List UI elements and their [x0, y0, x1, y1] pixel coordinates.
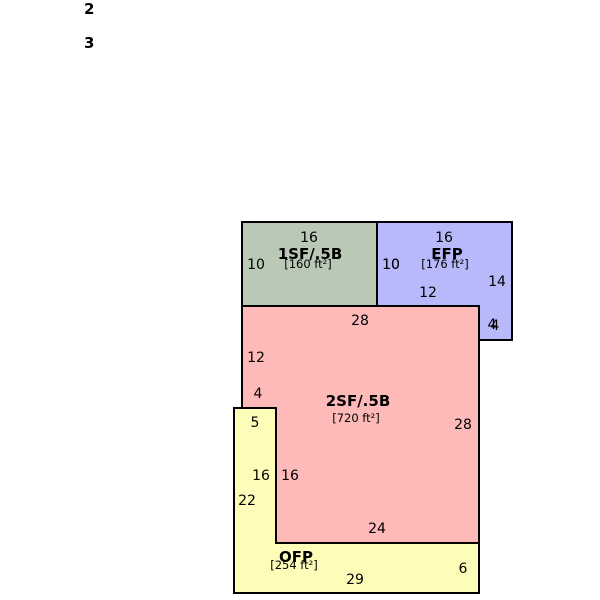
room-2sf-label: 2SF/.5B: [326, 392, 391, 410]
room-ofp-dim-top: 5: [251, 415, 260, 431]
room-efp-dim-step-b: 4: [491, 318, 500, 334]
room-1sf-dim-right: 10: [382, 257, 400, 273]
room-ofp-area: [254 ft²]: [270, 558, 318, 572]
room-ofp-shape: [233, 407, 480, 594]
room-efp-dim-left: 10: [382, 257, 400, 273]
room-ofp-dim-inner: 16: [252, 468, 270, 484]
room-2sf-area: [720 ft²]: [332, 411, 380, 425]
page-number-2: 2: [84, 0, 95, 18]
room-efp-dim-right: 14: [488, 274, 506, 290]
room-ofp-dim-bottom: 29: [346, 572, 364, 588]
room-ofp-dim-left: 22: [238, 493, 256, 509]
room-1sf-dim-left: 10: [247, 257, 265, 273]
room-2sf-dim-right: 28: [454, 417, 472, 433]
room-1sf-dim-top: 16: [300, 230, 318, 246]
room-2sf-dim-top: 28: [351, 313, 369, 329]
room-efp-dim-top: 16: [435, 230, 453, 246]
page-number-3: 3: [84, 34, 95, 52]
room-1sf-area: [160 ft²]: [284, 257, 332, 271]
room-ofp-label: OFP: [279, 548, 313, 566]
room-1sf-label: 1SF/.5B: [278, 245, 343, 263]
room-2sf-dim-bottom: 24: [368, 521, 386, 537]
room-2sf-dim-left: 12: [247, 350, 265, 366]
room-1sf-shape: [241, 221, 378, 307]
room-ofp-dim-right: 6: [459, 561, 468, 577]
room-2sf-dim-step: 4: [254, 386, 263, 402]
room-efp-dim-bottom: 12: [419, 285, 437, 301]
room-efp-label: EFP: [431, 245, 463, 263]
room-2sf-dim-inner-left: 16: [281, 468, 299, 484]
room-efp-area: [176 ft²]: [421, 257, 469, 271]
room-efp-dim-step-a: 4: [488, 317, 497, 333]
